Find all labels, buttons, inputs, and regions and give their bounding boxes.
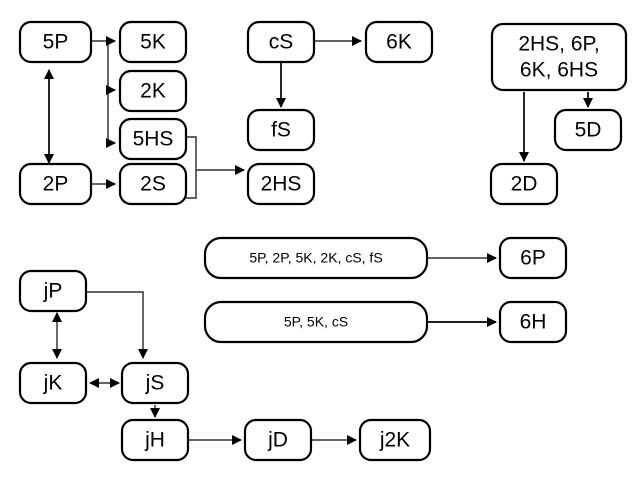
edge-5P-fanout (91, 35, 117, 149)
node-list-6H-sources[interactable]: 5P, 5K, cS (203, 300, 429, 344)
node-list6P-label: 5P, 2P, 5K, 2K, cS, fS (249, 250, 382, 266)
node-2D-label: 2D (511, 173, 538, 196)
group-top-middle: cS 6K fS (246, 20, 434, 152)
edge-merge-to-2HS (186, 136, 246, 199)
node-6P[interactable]: 6P (498, 236, 568, 280)
node-2D[interactable]: 2D (489, 162, 559, 206)
node-2HS[interactable]: 2HS (246, 162, 316, 206)
node-2P-label: 2P (43, 173, 69, 196)
node-5D[interactable]: 5D (553, 108, 623, 152)
node-j2K[interactable]: j2K (358, 418, 432, 462)
node-jH[interactable]: jH (120, 418, 190, 462)
node-jS-box[interactable] (120, 361, 190, 405)
node-5P[interactable]: 5P (18, 20, 93, 64)
node-5D-box[interactable] (553, 108, 623, 152)
node-6H-box[interactable] (498, 300, 568, 344)
node-jP[interactable]: jP (18, 269, 88, 313)
node-6P-box[interactable] (498, 236, 568, 280)
group-top-right: 2HS, 6P, 6K, 6HS 5D 2D (489, 22, 628, 206)
node-list6P-box[interactable] (203, 236, 429, 280)
node-5P-label: 5P (43, 31, 69, 54)
edge-jP-to-jS (86, 291, 149, 360)
node-2S-box[interactable] (118, 162, 188, 206)
node-2K-box[interactable] (118, 69, 188, 113)
node-j2K-label: j2K (379, 429, 410, 452)
node-multi1-box[interactable] (490, 22, 628, 92)
node-6H-label: 6H (520, 311, 547, 334)
node-multi-2HS-6P-6K-6HS[interactable]: 2HS, 6P, 6K, 6HS (490, 22, 628, 92)
node-5K-box[interactable] (118, 20, 188, 64)
node-2P-box[interactable] (18, 162, 93, 206)
node-2K[interactable]: 2K (118, 69, 188, 113)
node-jH-label: jH (144, 429, 165, 452)
group-bottom-left: jP jK jS jH jD j2K (18, 269, 432, 462)
node-5P-box[interactable] (18, 20, 93, 64)
node-2D-box[interactable] (489, 162, 559, 206)
group-middle-lists: 5P, 2P, 5K, 2K, cS, fS 6P 5P, 5K, cS 6H (203, 236, 568, 344)
node-jS[interactable]: jS (120, 361, 190, 405)
node-jH-box[interactable] (120, 418, 190, 462)
node-2S[interactable]: 2S (118, 162, 188, 206)
edge-jP-jS-path (86, 291, 149, 360)
node-2P[interactable]: 2P (18, 162, 93, 206)
node-2S-label: 2S (140, 173, 166, 196)
node-6P-label: 6P (520, 247, 546, 270)
node-2HS-label: 2HS (261, 173, 302, 196)
node-5K[interactable]: 5K (118, 20, 188, 64)
node-cS[interactable]: cS (246, 20, 316, 64)
node-6K-box[interactable] (364, 20, 434, 64)
node-5HS-box[interactable] (118, 117, 188, 161)
node-jK-box[interactable] (18, 361, 88, 405)
node-cS-label: cS (269, 31, 294, 54)
node-2HS-box[interactable] (246, 162, 316, 206)
node-fS-label: fS (271, 119, 291, 142)
node-6H[interactable]: 6H (498, 300, 568, 344)
node-fS-box[interactable] (246, 108, 316, 152)
node-jP-label: jP (43, 280, 63, 303)
node-5K-label: 5K (140, 31, 166, 54)
node-jK[interactable]: jK (18, 361, 88, 405)
node-2K-label: 2K (140, 80, 166, 103)
node-list-6P-sources[interactable]: 5P, 2P, 5K, 2K, cS, fS (203, 236, 429, 280)
node-jD-box[interactable] (243, 418, 313, 462)
group-top-left: 5P 5K 2K 5HS 2P 2S 2HS (18, 20, 316, 206)
node-multi1-label-line2: 6K, 6HS (520, 59, 598, 82)
node-jD[interactable]: jD (243, 418, 313, 462)
node-6K[interactable]: 6K (364, 20, 434, 64)
node-5HS[interactable]: 5HS (118, 117, 188, 161)
node-5D-label: 5D (575, 119, 602, 142)
node-5HS-label: 5HS (133, 128, 174, 151)
node-list6H-label: 5P, 5K, cS (284, 314, 348, 330)
node-j2K-box[interactable] (358, 418, 432, 462)
node-jP-box[interactable] (18, 269, 88, 313)
node-jK-label: jK (43, 372, 63, 395)
node-cS-box[interactable] (246, 20, 316, 64)
node-6K-label: 6K (386, 31, 412, 54)
node-list6H-box[interactable] (203, 300, 429, 344)
node-jS-label: jS (145, 372, 165, 395)
node-jD-label: jD (267, 429, 288, 452)
node-fS[interactable]: fS (246, 108, 316, 152)
node-multi1-label-line1: 2HS, 6P, (518, 33, 599, 56)
edge-merge-bracket (186, 136, 197, 199)
